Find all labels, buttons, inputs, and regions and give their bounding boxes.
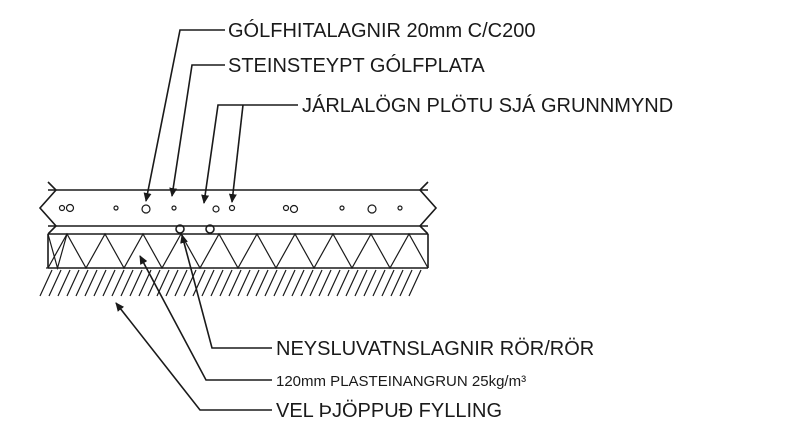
hatch-line	[246, 269, 260, 297]
hatch-line	[84, 269, 98, 297]
ground-fill-hatch	[39, 267, 422, 297]
hatch-line	[228, 269, 242, 297]
hatch-line	[183, 269, 197, 297]
hatch-line	[264, 269, 278, 297]
hatch-line	[48, 269, 62, 297]
leader-lines	[115, 29, 298, 411]
hatch-line	[291, 269, 305, 297]
hatch-line	[381, 269, 395, 297]
hatch-line	[345, 269, 359, 297]
hatch-line	[174, 269, 188, 297]
hatch-line	[75, 269, 89, 297]
hatch-line	[399, 269, 413, 297]
label-rebar: JÁRLALÖGN PLÖTU SJÁ GRUNNMYND	[302, 94, 673, 117]
hatch-line	[93, 269, 107, 297]
hatch-line	[372, 269, 386, 297]
hatch-line	[390, 269, 404, 297]
hatch-line	[111, 269, 125, 297]
hatch-line	[327, 269, 341, 297]
insulation-layer	[47, 232, 429, 271]
hatch-line	[120, 269, 134, 297]
hatch-line	[309, 269, 323, 297]
hatch-line	[102, 269, 116, 297]
label-water-pipes: NEYSLUVATNSLAGNIR RÖR/RÖR	[276, 338, 594, 360]
hatch-line	[363, 269, 377, 297]
hatch-line	[318, 269, 332, 297]
hatch-line	[237, 269, 251, 297]
hatch-line	[66, 269, 80, 297]
hatch-line	[201, 269, 215, 297]
hatch-line	[255, 269, 269, 297]
hatch-line	[219, 269, 233, 297]
hatch-line	[300, 269, 314, 297]
label-insulation: 120mm PLASTEINANGRUN 25kg/m³	[276, 373, 526, 390]
hatch-line	[336, 269, 350, 297]
concrete-slab	[38, 181, 438, 235]
label-floor-heating: GÓLFHITALAGNIR 20mm C/C200	[228, 19, 535, 42]
hatch-line	[39, 269, 53, 297]
label-concrete-slab: STEINSTEYPT GÓLFPLATA	[228, 54, 485, 77]
hatch-line	[282, 269, 296, 297]
hatch-line	[210, 269, 224, 297]
hatch-line	[273, 269, 287, 297]
hatch-line	[192, 269, 206, 297]
hatch-line	[165, 269, 179, 297]
label-fill: VEL ÞJÖPPUÐ FYLLING	[276, 400, 502, 422]
hatch-line	[354, 269, 368, 297]
water-pipes	[175, 224, 215, 234]
hatch-line	[408, 269, 422, 297]
hatch-line	[57, 269, 71, 297]
slab-pipes-and-rebar	[58, 203, 403, 214]
hatch-line	[129, 269, 143, 297]
